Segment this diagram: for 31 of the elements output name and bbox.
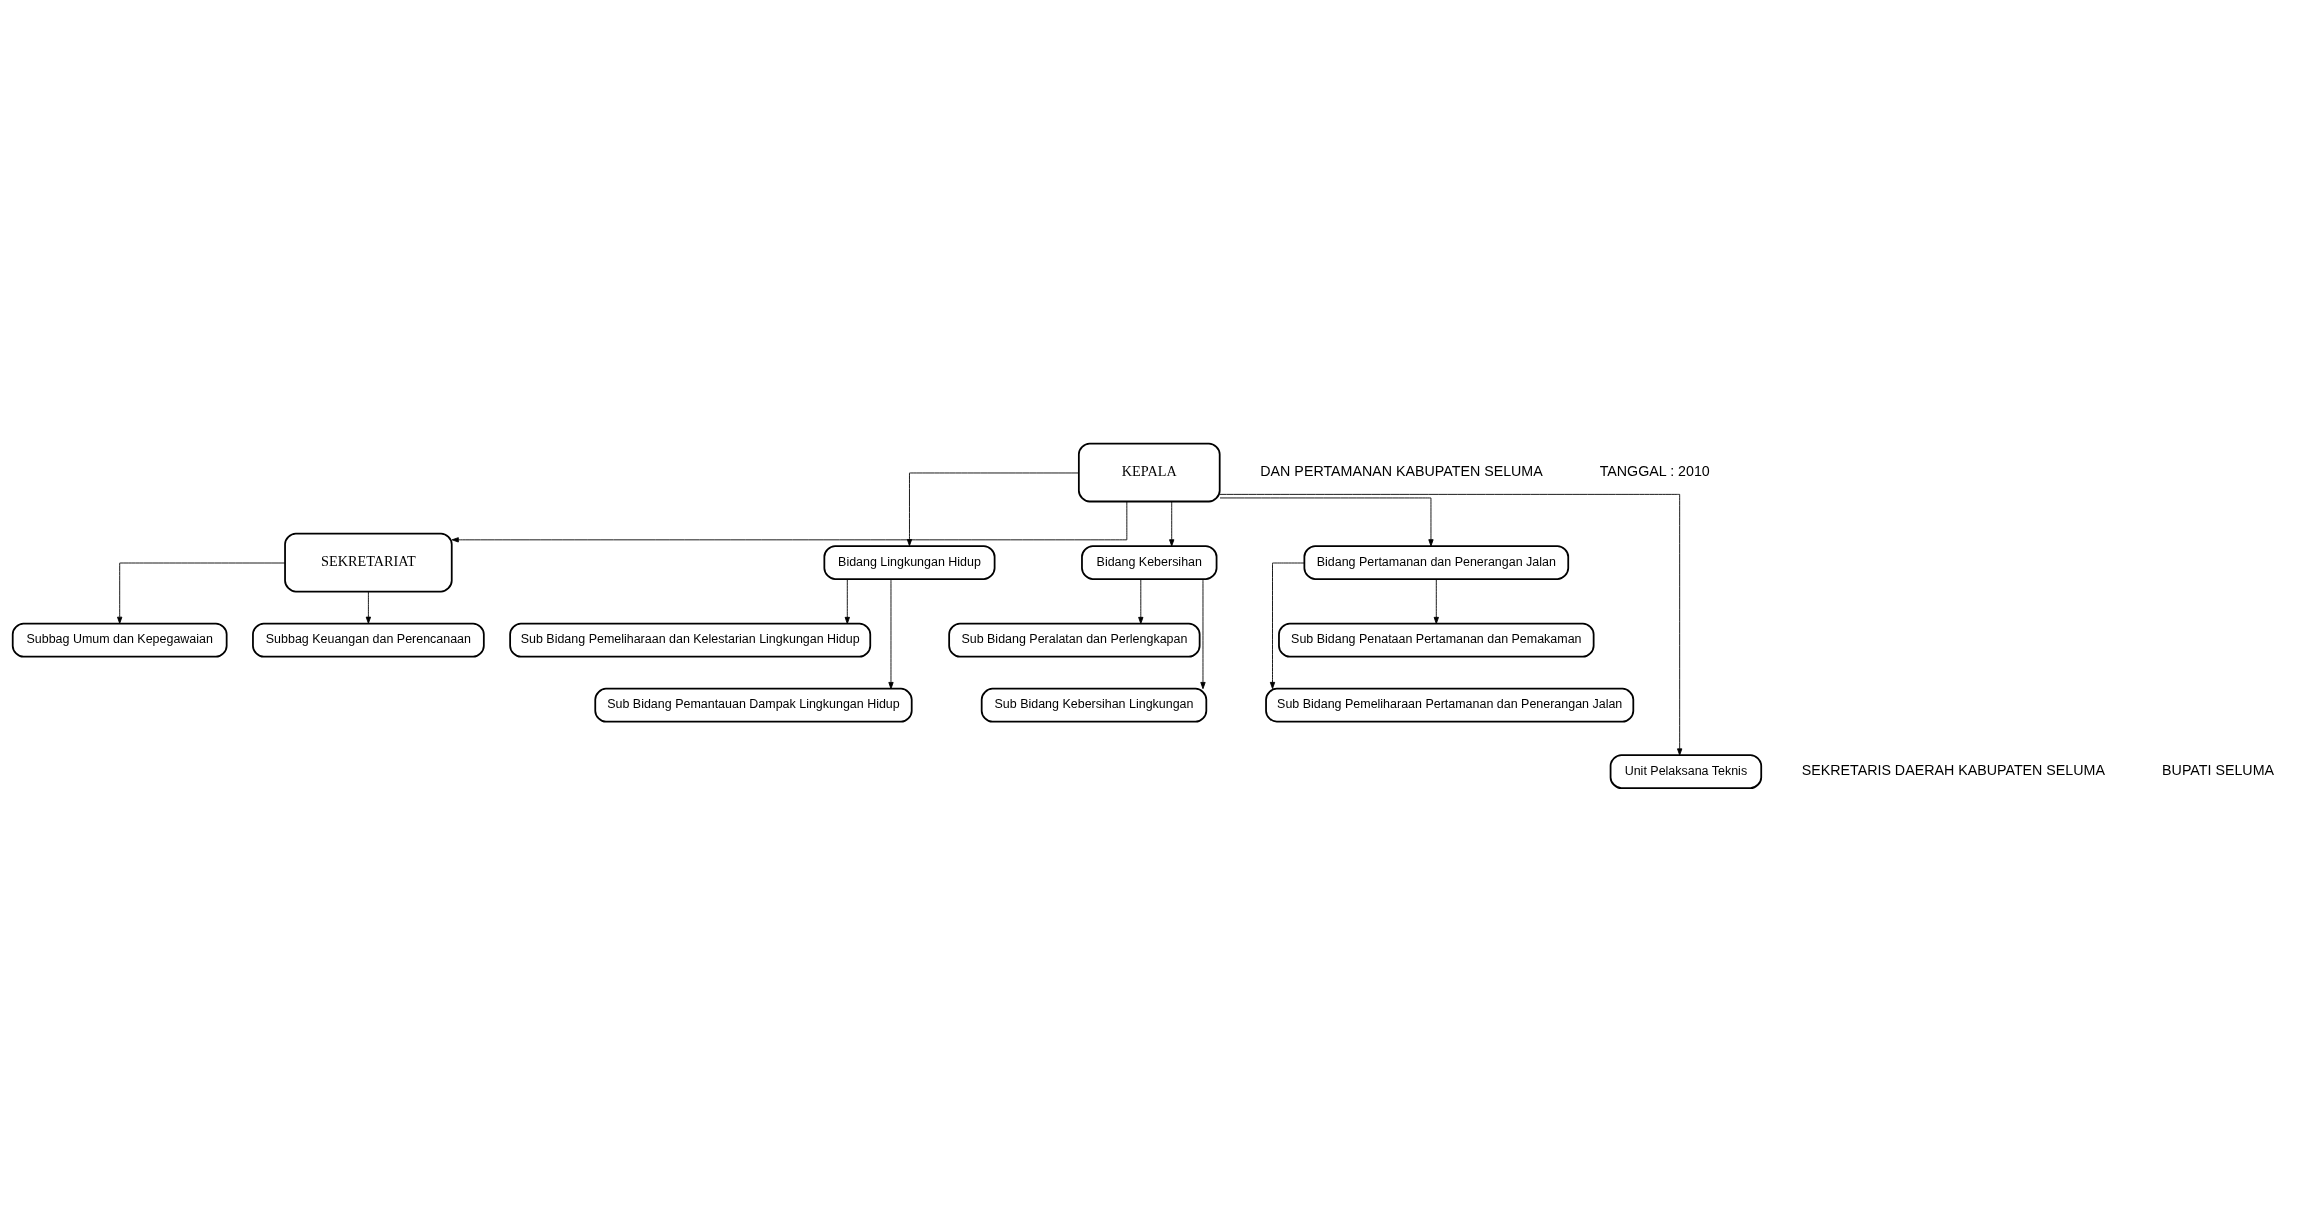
node-box: Bidang Lingkungan Hidup (823, 544, 996, 580)
label: SEKRETARIS DAERAH KABUPATEN SELUMA (1801, 761, 2105, 778)
arrow (1200, 578, 1206, 689)
node-box: Sub Bidang Pemantauan Dampak Lingkungan Hidup (594, 687, 913, 723)
arrow (1169, 500, 1175, 546)
node-box: Unit Pelaksana Teknis (1609, 753, 1763, 789)
node-box: Subbag Keuangan dan Perencanaan (252, 622, 485, 657)
arrow (1269, 562, 1305, 689)
node-box: Sub Bidang Kebersihan Lingkungan (980, 687, 1208, 723)
node-box: Sub Bidang Pemeliharaan dan Kelestarian Lingkungan Hidup (509, 622, 872, 657)
node-box: Bidang Kebersihan (1081, 544, 1218, 580)
label: BUPATI SELUMA (2162, 761, 2275, 778)
label: DAN PERTAMANAN KABUPATEN SELUMA (1260, 462, 1543, 479)
arrow (906, 472, 1080, 546)
node-box: Bidang Pertamanan dan Penerangan Jalan (1303, 544, 1570, 580)
arrow (844, 578, 850, 624)
arrow (365, 590, 372, 624)
arrow (1219, 493, 1683, 756)
arrow (1433, 578, 1439, 624)
arrow (1219, 497, 1434, 546)
node-box: KEPALA (1077, 442, 1221, 502)
label: TANGGAL : 2010 (1599, 462, 1710, 479)
node-box: Sub Bidang Penataan Pertamanan dan Pemakaman (1278, 622, 1595, 657)
arrow (451, 500, 1128, 542)
node-box: Sub Bidang Peralatan dan Perlengkapan (948, 622, 1201, 657)
arrow (1138, 578, 1144, 624)
node-box: Subbag Umum dan Kepegawaian (11, 622, 228, 657)
arrow (117, 562, 286, 624)
node-box: SEKRETARIAT (284, 532, 453, 592)
arrow (888, 578, 894, 689)
node-box: Sub Bidang Pemeliharaan Pertamanan dan Penerangan Jalan (1265, 687, 1635, 723)
